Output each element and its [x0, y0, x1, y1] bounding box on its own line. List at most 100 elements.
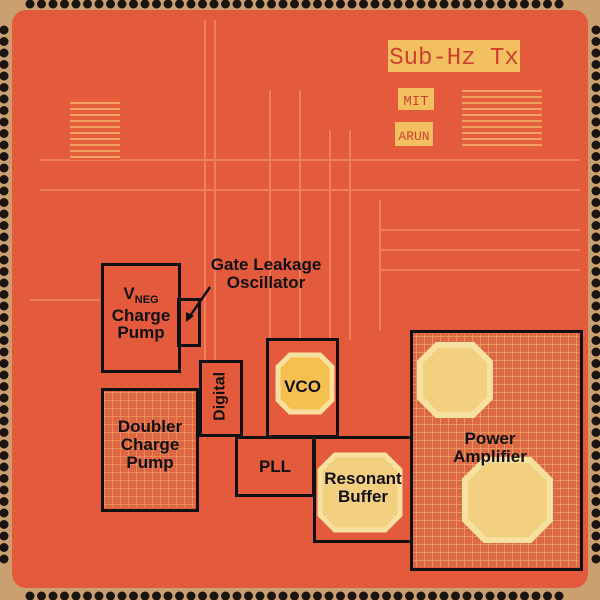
bond-pad — [393, 0, 403, 9]
bond-pad — [591, 301, 600, 311]
bond-pad — [591, 232, 600, 242]
bond-pad — [462, 0, 472, 9]
bond-pad — [0, 451, 9, 460]
bond-pad — [209, 591, 219, 600]
bond-pad — [198, 591, 207, 600]
bond-pad — [591, 94, 600, 104]
bond-pad — [591, 543, 600, 552]
bond-pad — [106, 0, 115, 9]
bond-pad — [591, 554, 600, 564]
bond-pad — [591, 175, 600, 184]
bond-pad — [83, 591, 92, 600]
bond-pad — [591, 462, 600, 472]
bond-pad — [591, 416, 600, 426]
bond-pad — [278, 591, 288, 600]
bond-pad — [313, 0, 322, 9]
bond-pad — [0, 255, 9, 265]
bond-pad — [591, 117, 600, 127]
bond-pad — [152, 0, 161, 9]
bond-pad — [591, 508, 600, 518]
bond-pad — [591, 474, 600, 483]
bond-pad — [359, 0, 368, 9]
bond-pad — [152, 591, 161, 600]
bond-pad — [94, 0, 104, 9]
bond-pad — [301, 0, 311, 9]
bond-pad — [60, 591, 69, 600]
bond-pad — [428, 0, 437, 9]
bond-pad — [0, 393, 9, 403]
bond-pad — [232, 0, 242, 9]
bond-pad — [186, 591, 196, 600]
bond-pad — [0, 83, 9, 92]
bond-pad — [324, 591, 334, 600]
bond-pad — [591, 244, 600, 253]
bond-pad — [221, 591, 230, 600]
bond-pad — [347, 591, 357, 600]
bond-pad — [0, 129, 9, 138]
bond-pad — [591, 129, 600, 138]
bond-pad — [25, 0, 35, 9]
bond-pad — [0, 416, 9, 426]
bond-pad — [0, 37, 9, 46]
bond-pad — [591, 267, 600, 276]
bond-pad — [71, 591, 81, 600]
bond-pad — [591, 221, 600, 230]
bond-pad — [0, 209, 9, 219]
bond-pad — [591, 37, 600, 46]
bond-pad — [591, 520, 600, 529]
bond-pad — [591, 382, 600, 391]
bond-pad — [140, 0, 150, 9]
bond-pad — [37, 591, 46, 600]
bond-pad — [0, 554, 9, 564]
bond-pad — [0, 152, 9, 161]
metal-block — [462, 88, 542, 150]
bond-pad — [405, 0, 414, 9]
bond-pad — [198, 0, 207, 9]
bond-pad — [591, 497, 600, 506]
bond-pad — [591, 393, 600, 403]
bond-pad — [313, 591, 322, 600]
bond-pad — [0, 405, 9, 414]
bond-pad — [0, 439, 9, 449]
bond-pad — [0, 244, 9, 253]
bond-pad — [175, 0, 184, 9]
pll-label: PLL — [258, 457, 292, 476]
bond-pad — [336, 0, 345, 9]
bond-pad — [591, 405, 600, 414]
bond-pad — [0, 520, 9, 529]
bond-pad — [175, 591, 184, 600]
bond-pad — [0, 370, 9, 380]
bond-pad — [267, 591, 276, 600]
bond-pad — [163, 591, 173, 600]
bond-pad — [591, 313, 600, 322]
bond-pad — [25, 591, 35, 600]
bond-pad — [416, 0, 426, 9]
bond-pad — [37, 0, 46, 9]
bond-pad — [591, 290, 600, 299]
bond-pad — [591, 71, 600, 81]
bond-pad — [117, 591, 127, 600]
inductor-pa-1 — [417, 342, 493, 418]
bond-pad — [382, 591, 391, 600]
doubler-charge-pump-box — [101, 388, 199, 512]
bond-pad — [428, 591, 437, 600]
power-amplifier-box — [410, 330, 583, 571]
bond-pad — [83, 0, 92, 9]
bond-pad — [462, 591, 472, 600]
bond-pad — [591, 48, 600, 58]
bond-pad — [591, 83, 600, 92]
bond-pad — [591, 163, 600, 173]
bond-pad — [0, 485, 9, 495]
bond-pad — [0, 267, 9, 276]
chip-logo: MIT — [403, 94, 428, 110]
bond-pad — [591, 278, 600, 288]
bond-pad — [554, 591, 564, 600]
bond-pad — [0, 290, 9, 299]
bond-pad — [0, 382, 9, 391]
bond-pad — [278, 0, 288, 9]
bond-pad — [497, 0, 506, 9]
bond-pad — [324, 0, 334, 9]
bond-pad — [591, 255, 600, 265]
